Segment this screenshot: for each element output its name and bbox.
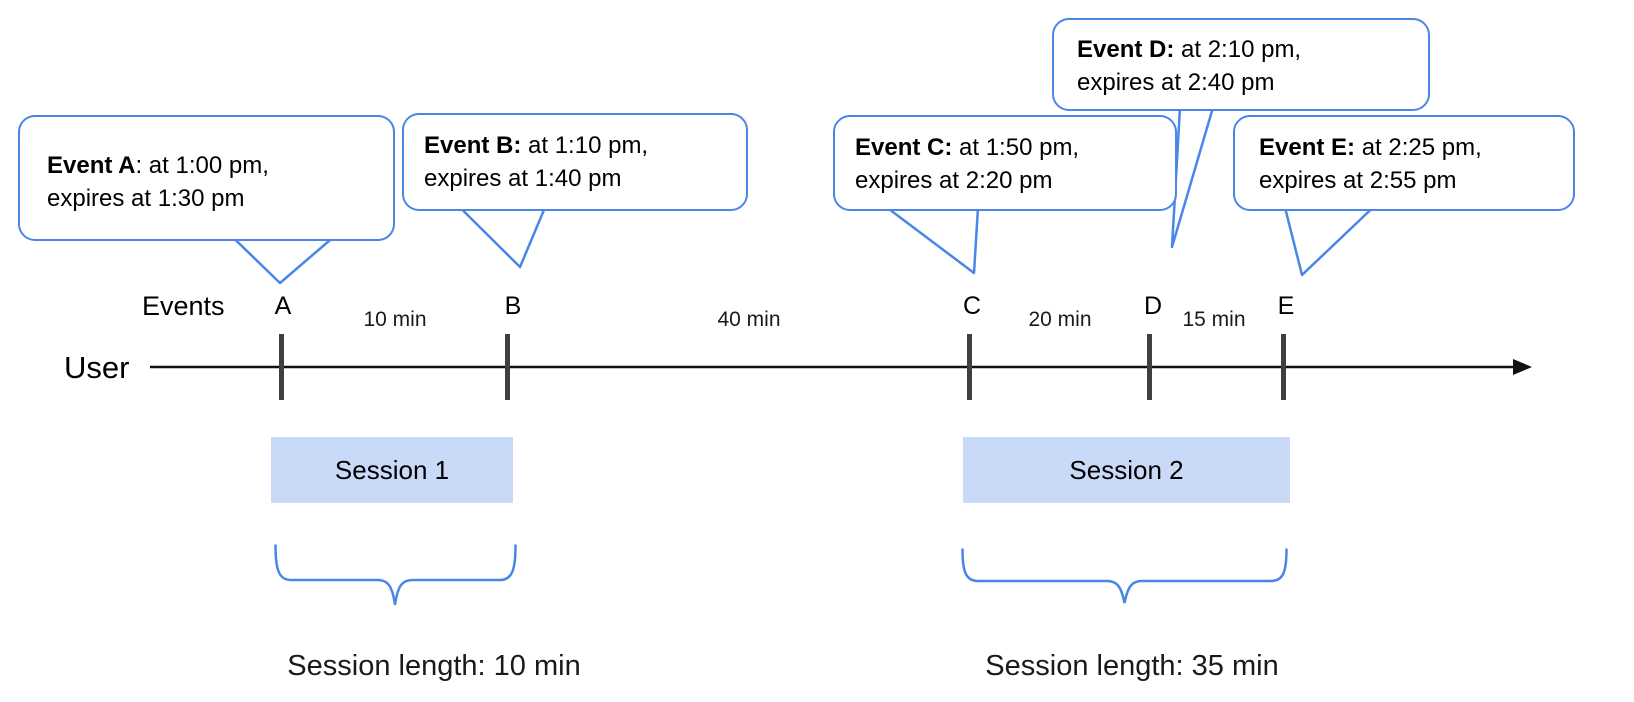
tick-a bbox=[279, 334, 284, 400]
tick-b bbox=[505, 334, 510, 400]
event-e-bubble-tail bbox=[1283, 206, 1375, 277]
event-label-e: E bbox=[1277, 292, 1295, 320]
session-1-length-label: Session length: 10 min bbox=[287, 650, 581, 682]
tick-e bbox=[1281, 334, 1286, 400]
event-d-bubble-line2: expires at 2:40 pm bbox=[1077, 69, 1275, 96]
event-label-b: B bbox=[504, 292, 522, 320]
event-c-bubble-tail bbox=[885, 206, 980, 275]
interval-label-c-d: 20 min bbox=[1028, 308, 1092, 331]
event-label-a: A bbox=[274, 292, 292, 320]
event-a-bubble-line1: Event A: at 1:00 pm, bbox=[47, 149, 393, 182]
event-label-c: C bbox=[962, 292, 982, 320]
event-d-line1-rest: at 2:10 pm, bbox=[1174, 36, 1302, 63]
event-e-bubble: Event E: at 2:25 pm, expires at 2:55 pm bbox=[1233, 115, 1575, 211]
event-e-bubble-line1: Event E: at 2:25 pm, bbox=[1259, 131, 1573, 164]
session-2-box: Session 2 bbox=[963, 437, 1290, 503]
event-d-bubble-line1: Event D: at 2:10 pm, bbox=[1077, 33, 1428, 66]
event-c-line1-rest: at 1:50 pm, bbox=[952, 134, 1080, 161]
event-d-bubble-tail bbox=[1170, 106, 1215, 249]
session-1-label: Session 1 bbox=[334, 454, 450, 485]
arrowhead-icon bbox=[1513, 359, 1532, 375]
session-2-label: Session 2 bbox=[1069, 454, 1184, 485]
tick-c bbox=[967, 334, 972, 400]
interval-label-a-b: 10 min bbox=[363, 308, 427, 331]
event-a-bubble-line2: expires at 1:30 pm bbox=[47, 185, 245, 212]
user-row-label: User bbox=[64, 350, 130, 385]
tick-d bbox=[1147, 334, 1152, 400]
event-b-bold: Event B: bbox=[424, 132, 522, 159]
event-label-d: D bbox=[1143, 292, 1163, 320]
timeline-arrow bbox=[150, 359, 1532, 375]
events-row-label: Events bbox=[142, 291, 225, 321]
event-b-bubble-line2: expires at 1:40 pm bbox=[424, 165, 622, 192]
interval-label-d-e: 15 min bbox=[1182, 308, 1246, 331]
session-1-brace bbox=[274, 544, 517, 606]
event-a-bubble-tail bbox=[231, 236, 335, 285]
event-e-bubble-line2: expires at 2:55 pm bbox=[1259, 167, 1457, 194]
event-e-bold: Event E: bbox=[1259, 134, 1356, 161]
event-d-bubble: Event D: at 2:10 pm, expires at 2:40 pm bbox=[1052, 18, 1430, 111]
event-c-bubble-line1: Event C: at 1:50 pm, bbox=[855, 131, 1175, 164]
session-2-brace bbox=[961, 548, 1288, 604]
event-a-line1-rest: : at 1:00 pm, bbox=[135, 152, 269, 179]
event-d-bold: Event D: bbox=[1077, 36, 1175, 63]
event-a-bold: Event A bbox=[47, 152, 136, 179]
session-2-length-label: Session length: 35 min bbox=[985, 650, 1279, 682]
event-b-line1-rest: at 1:10 pm, bbox=[521, 132, 649, 159]
event-b-bubble-line1: Event B: at 1:10 pm, bbox=[424, 129, 746, 162]
event-b-bubble-tail bbox=[458, 206, 547, 269]
session-1-box: Session 1 bbox=[271, 437, 513, 503]
interval-label-b-c: 40 min bbox=[717, 308, 781, 331]
event-a-bubble: Event A: at 1:00 pm, expires at 1:30 pm bbox=[18, 115, 395, 241]
event-c-bubble: Event C: at 1:50 pm, expires at 2:20 pm bbox=[833, 115, 1177, 211]
event-c-bold: Event C: bbox=[855, 134, 953, 161]
event-e-line1-rest: at 2:25 pm, bbox=[1355, 134, 1482, 161]
event-c-bubble-line2: expires at 2:20 pm bbox=[855, 167, 1053, 194]
event-b-bubble: Event B: at 1:10 pm, expires at 1:40 pm bbox=[402, 113, 748, 211]
